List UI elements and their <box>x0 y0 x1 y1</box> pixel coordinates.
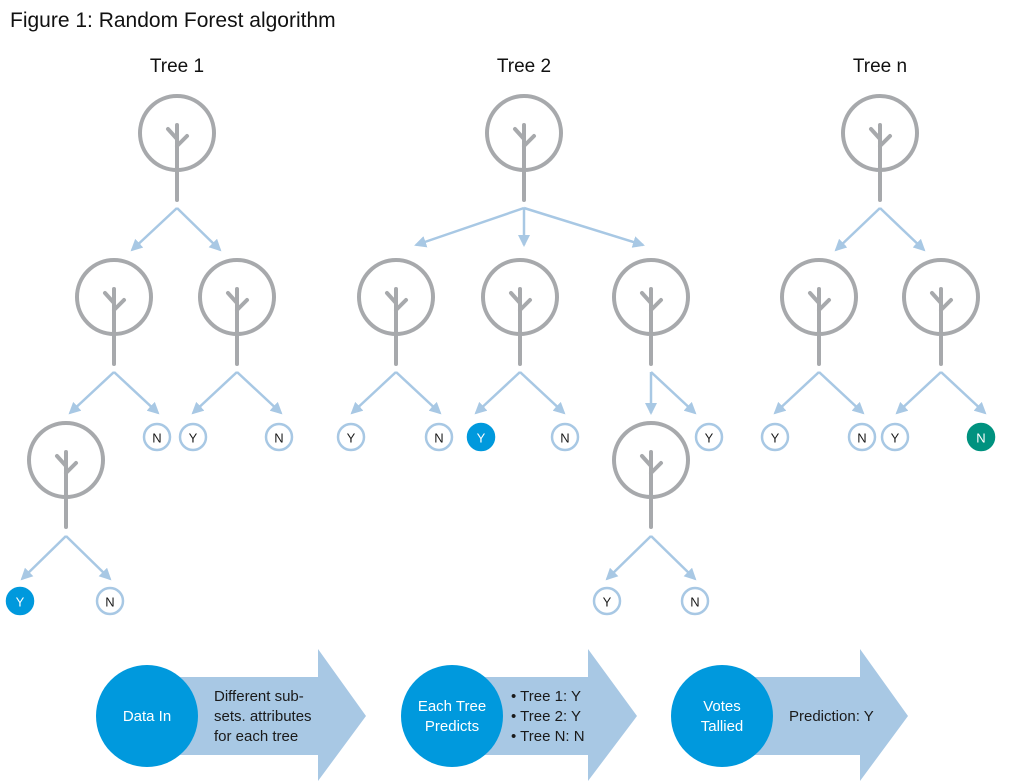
flow-description-line: • Tree 2: Y <box>511 708 581 725</box>
flow-description-line: • Tree N: N <box>511 728 585 745</box>
flow-description-line: for each tree <box>214 728 298 745</box>
leaf-node-n: N <box>847 422 877 452</box>
flow-circle-label: Data In <box>123 708 171 725</box>
branch-arrow-20 <box>879 207 926 252</box>
leaf-node-n: N <box>966 422 996 452</box>
flow-arrow-shape <box>722 649 908 781</box>
branch-arrow-5 <box>236 371 283 415</box>
leaf-label: N <box>976 431 985 446</box>
leaf-label: Y <box>189 431 198 446</box>
flow-circle <box>671 665 773 767</box>
branch-arrow-22 <box>818 371 865 415</box>
leaf-node-y: Y <box>5 586 35 616</box>
branch-arrow-2 <box>68 371 115 415</box>
leaf-node-y: Y <box>336 422 366 452</box>
process-flow: Data In Different sub-sets. attributes for… <box>96 649 908 781</box>
branch-arrows <box>20 206 987 581</box>
leaf-label: Y <box>16 595 25 610</box>
tree-node-icon-10 <box>780 258 858 366</box>
leaf-label: N <box>274 431 283 446</box>
tree-node-icon-0 <box>138 94 216 202</box>
leaf-node-y: Y <box>880 422 910 452</box>
branch-arrow-3 <box>113 371 160 415</box>
leaf-node-y: Y <box>592 586 622 616</box>
branch-arrow-19 <box>834 207 881 252</box>
flow-circle-label: Votes <box>703 698 741 715</box>
tree-node-icon-5 <box>357 258 435 366</box>
leaf-node-n: N <box>264 422 294 452</box>
flow-circle <box>96 665 198 767</box>
branch-arrow-17 <box>605 535 652 581</box>
flow-description-line: Prediction: Y <box>789 708 874 725</box>
branch-arrow-8 <box>414 206 525 248</box>
leaf-label: Y <box>477 431 486 446</box>
leaf-label: N <box>105 595 114 610</box>
leaf-node-n: N <box>680 586 710 616</box>
tree-node-icon-2 <box>198 258 276 366</box>
leaf-node-n: N <box>95 586 125 616</box>
branch-arrow-6 <box>20 535 67 581</box>
tree-node-icon-1 <box>75 258 153 366</box>
tree-1-title: Tree 1 <box>149 56 205 77</box>
leaf-node-y: Y <box>466 422 496 452</box>
leaf-label: Y <box>347 431 356 446</box>
figure-title: Figure 1: Random Forest algorithm <box>10 9 336 32</box>
tree-node-icon-6 <box>481 258 559 366</box>
leaf-label: N <box>857 431 866 446</box>
tree-n-title: Tree n <box>852 56 908 77</box>
leaf-label: Y <box>705 431 714 446</box>
tree-node-icon-4 <box>485 94 563 202</box>
leaf-label: Y <box>891 431 900 446</box>
leaf-label: N <box>434 431 443 446</box>
tree-nodes <box>27 94 980 529</box>
leaf-node-y: Y <box>178 422 208 452</box>
leaf-node-y: Y <box>694 422 724 452</box>
leaf-node-y: Y <box>760 422 790 452</box>
tree-node-icon-3 <box>27 421 105 529</box>
flow-arrow-shape <box>147 649 366 781</box>
branch-arrow-16 <box>650 371 697 415</box>
leaf-nodes: Y N N Y N Y N Y N Y Y N Y N Y N <box>5 422 996 616</box>
branch-arrow-7 <box>65 535 112 581</box>
tree-node-icon-11 <box>902 258 980 366</box>
branch-arrow-23 <box>895 371 942 415</box>
branch-arrow-12 <box>395 371 442 415</box>
branch-arrow-0 <box>130 207 178 252</box>
flow-description-line: • Tree 1: Y <box>511 688 581 705</box>
flow-step-0: Data In Different sub-sets. attributes for… <box>96 649 366 781</box>
tree-node-icon-8 <box>612 421 690 529</box>
leaf-label: N <box>690 595 699 610</box>
branch-arrow-21 <box>773 371 820 415</box>
flow-circle <box>401 665 503 767</box>
branch-arrow-11 <box>350 371 397 415</box>
flow-circle-label: Tallied <box>701 718 744 735</box>
leaf-label: N <box>152 431 161 446</box>
flow-description-line: Different sub- <box>214 688 304 705</box>
branch-arrow-10 <box>523 206 645 248</box>
tree-node-icon-7 <box>612 258 690 366</box>
tree-node-icon-9 <box>841 94 919 202</box>
tree-2-title: Tree 2 <box>496 56 552 77</box>
flow-circle-label: Each Tree <box>418 698 486 715</box>
flow-circle-label: Predicts <box>425 718 479 735</box>
flow-description-line: sets. attributes <box>214 708 312 725</box>
leaf-label: N <box>560 431 569 446</box>
branch-arrow-1 <box>176 207 222 252</box>
leaf-label: Y <box>771 431 780 446</box>
leaf-node-n: N <box>424 422 454 452</box>
branch-arrow-13 <box>474 371 521 415</box>
branch-arrow-18 <box>650 535 697 581</box>
branch-arrow-4 <box>191 371 238 415</box>
branch-arrow-14 <box>519 371 566 415</box>
flow-arrow-shape <box>452 649 637 781</box>
leaf-node-n: N <box>550 422 580 452</box>
leaf-node-n: N <box>142 422 172 452</box>
branch-arrow-24 <box>940 371 987 415</box>
leaf-label: Y <box>603 595 612 610</box>
